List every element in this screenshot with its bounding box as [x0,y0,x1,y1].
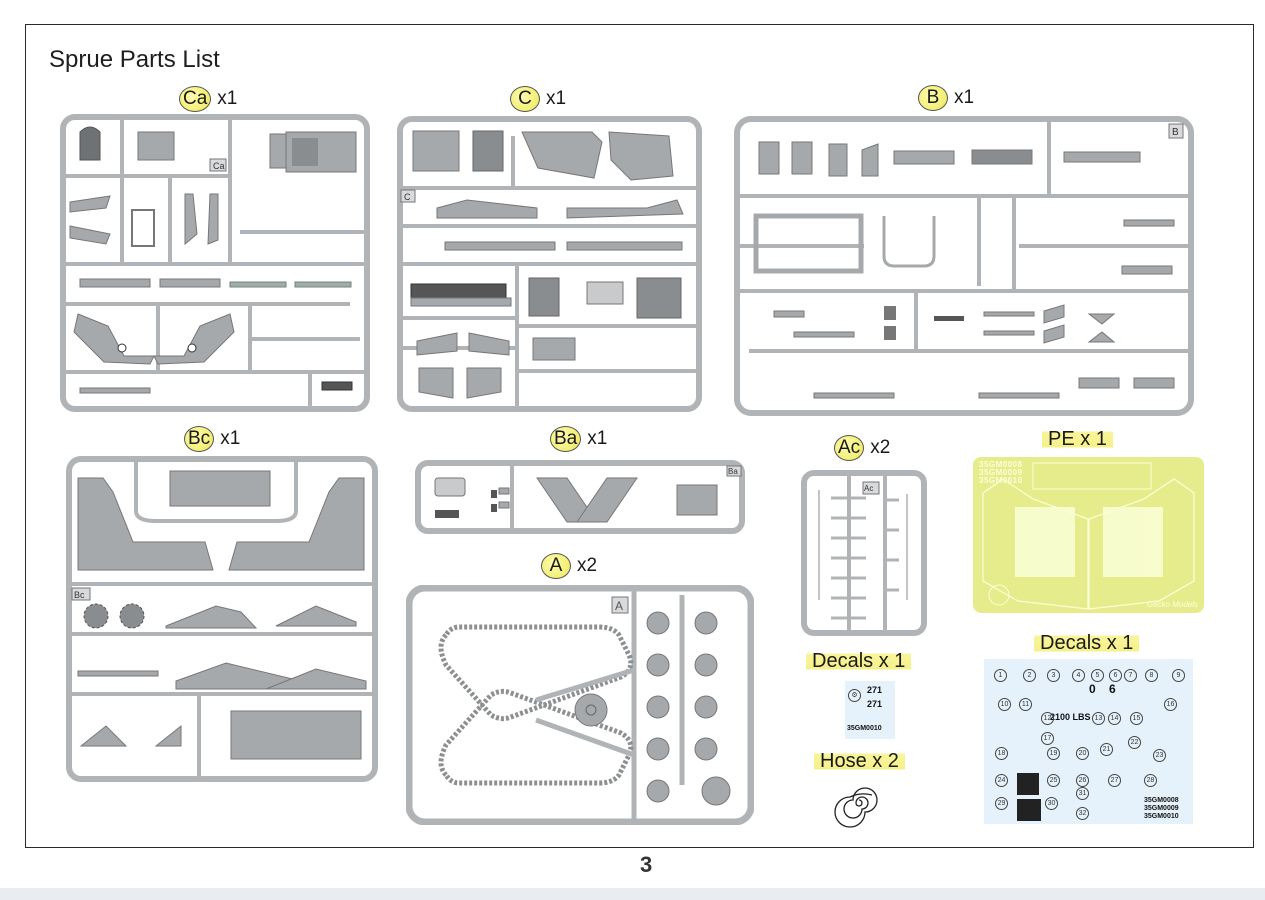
decal-marker: 26 [1076,774,1089,787]
decal-code: 35GM0009 [1144,805,1179,812]
decal-text-2100lbs: 2100 LBS [1050,712,1091,722]
sprue-qty: x2 [870,437,891,458]
sprue-label-bc: Bc x1 [184,426,240,452]
sprue-label-ba: Ba x1 [550,426,607,452]
sprue-qty: x1 [220,428,241,449]
decal-code: 35GM0010 [847,725,882,732]
decal-marker: 12 [1041,712,1054,725]
decal-marker: 19 [1047,747,1060,760]
decal-marker: 7 [1124,669,1137,682]
decal-code: 35GM0008 [1144,797,1179,804]
decal-marker: 22 [1128,736,1141,749]
decal-marker: 9 [1172,669,1185,682]
decals-small-label: Decals x 1 [806,650,912,673]
decal-code: 35GM0010 [1144,813,1179,820]
photo-etch-sheet: 35GM0008 35GM0009 35GM0010 Gecko Models [973,457,1204,613]
decal-marker: 30 [1045,797,1058,810]
sprue-label-c: C x1 [510,86,566,112]
decal-marker: 11 [1019,698,1032,711]
decal-marker: 18 [995,747,1008,760]
sprue-badge: A [541,553,571,579]
decal-marker: 17 [1041,732,1054,745]
sprue-label-b: B x1 [918,85,974,111]
sprue-tag-a: A [615,599,623,613]
page-number: 3 [640,852,653,877]
decal-marker: 10 [998,698,1011,711]
decal-marker: 25 [1047,774,1060,787]
decal-marker: ⚙ [848,689,861,702]
decal-marker: 14 [1108,712,1121,725]
decals-small-label-text: Decals x 1 [806,650,912,673]
decal-marker: 4 [1072,669,1085,682]
pe-code: 35GM0009 [979,468,1023,477]
page-bottom-band [0,888,1265,900]
sprue-badge: Bc [184,426,215,452]
sprue-ba: Ba [415,460,745,534]
decal-marker: 24 [995,774,1008,787]
sprue-qty: x1 [954,87,975,108]
sprue-b: B [734,116,1194,416]
hose-coil-icon [834,778,884,833]
page-title: Sprue Parts List [49,46,220,73]
decal-marker: 23 [1153,749,1166,762]
sprue-tag-c: C [404,192,411,202]
decals-large-label-text: Decals x 1 [1034,632,1140,655]
sprue-badge: B [918,85,948,111]
decal-marker: 2 [1023,669,1036,682]
sprue-tag-ac: Ac [864,484,873,493]
decals-large-label: Decals x 1 [1034,632,1140,655]
page-frame [25,24,1254,848]
sprue-tag-b: B [1172,127,1179,138]
sprue-badge: Ac [834,435,865,461]
decal-marker: 13 [1092,712,1105,725]
sprue-label-a: A x2 [541,553,597,579]
sprue-tag-ba: Ba [728,467,738,476]
decal-marker: 21 [1100,743,1113,756]
decal-marker: 8 [1145,669,1158,682]
decal-marker: 3 [1047,669,1060,682]
sprue-qty: x1 [546,88,567,109]
sprue-label-ca: Ca x1 [179,86,237,112]
decal-marker: 6 [1109,669,1122,682]
decal-marker: 5 [1091,669,1104,682]
decal-black-panel [1017,799,1041,821]
sprue-badge: Ca [179,86,212,112]
sprue-tag-ca: Ca [213,161,225,171]
hose-label-text: Hose x 2 [814,750,905,773]
sprue-c: C [397,116,702,412]
decal-sheet-small: ⚙ 271 271 35GM0010 [845,681,895,739]
sprue-ca: Ca [60,114,370,412]
sprue-label-ac: Ac x2 [834,435,890,461]
pe-label-text: PE x 1 [1042,428,1113,451]
decal-text-6: 6 [1109,682,1116,696]
pe-code: 35GM0008 [979,460,1023,469]
hose-label: Hose x 2 [814,750,905,773]
sprue-ac: Ac [801,470,927,636]
decal-marker: 20 [1076,747,1089,760]
sprue-badge: C [510,86,540,112]
decal-black-panel [1017,773,1039,795]
decal-marker: 28 [1144,774,1157,787]
pe-brand: Gecko Models [1146,600,1198,609]
decal-marker: 29 [995,797,1008,810]
decal-marker: 32 [1076,807,1089,820]
decal-marker: 16 [1164,698,1177,711]
sprue-a: A [406,585,754,825]
decal-marker: 31 [1076,787,1089,800]
sprue-qty: x2 [577,555,598,576]
sprue-badge: Ba [550,426,582,452]
decal-sheet-large: 2100 LBS 0 6 35GM0008 35GM0009 35GM0010 … [984,659,1193,824]
decal-text-0: 0 [1089,682,1096,696]
sprue-bc: Bc [66,456,378,782]
decal-marker: 15 [1130,712,1143,725]
decal-number: 271 [867,685,883,695]
decal-number: 271 [867,699,883,709]
sprue-tag-bc: Bc [74,590,85,600]
sprue-qty: x1 [587,428,608,449]
sprue-qty: x1 [217,88,238,109]
pe-label: PE x 1 [1042,428,1113,451]
decal-marker: 27 [1108,774,1121,787]
decal-marker: 1 [994,669,1007,682]
